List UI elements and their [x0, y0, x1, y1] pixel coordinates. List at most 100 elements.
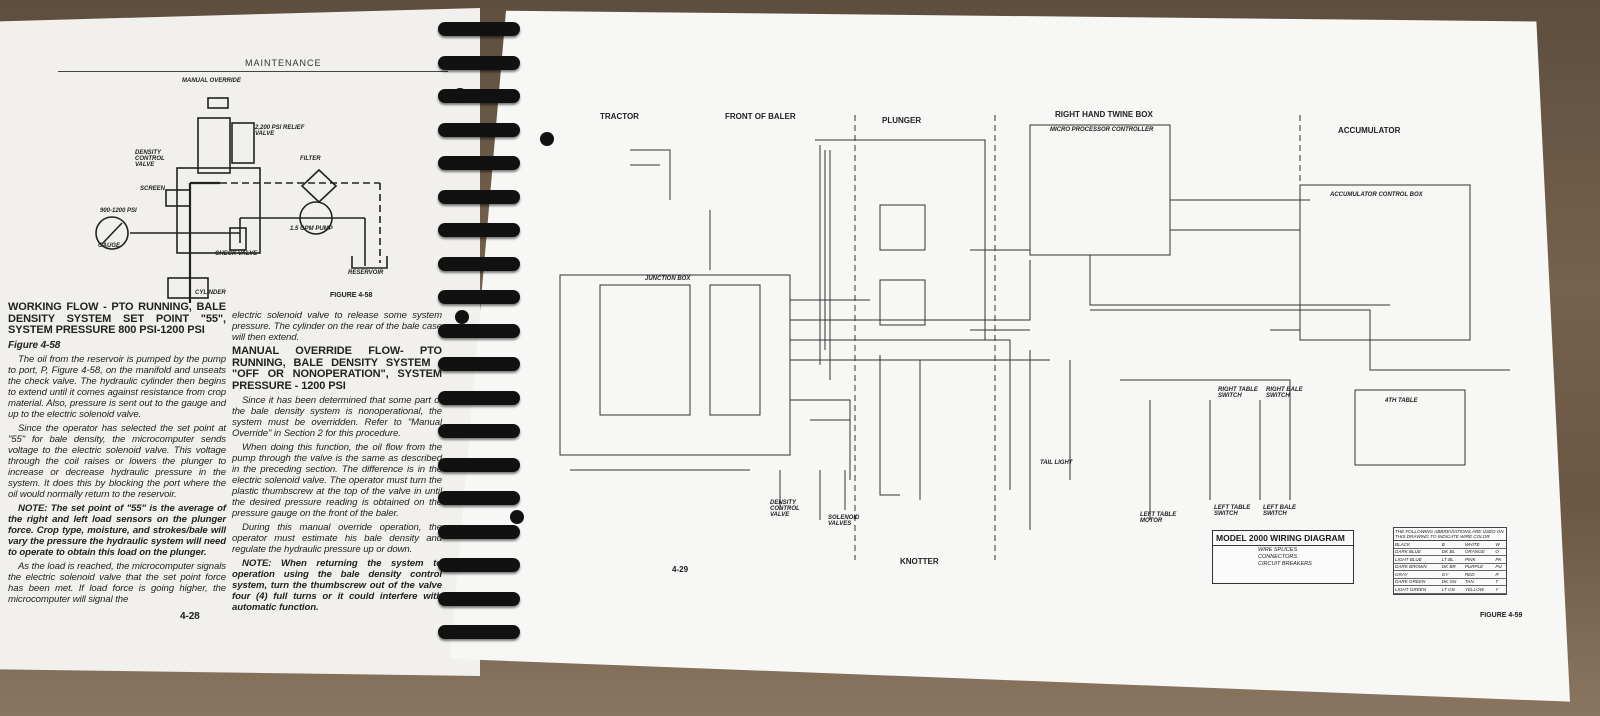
spiral-coil [438, 290, 520, 304]
label-micro-controller: MICRO PROCESSOR CONTROLLER [1050, 127, 1154, 133]
abbr-cell: YELLOW [1463, 585, 1495, 594]
label-solenoid-valves: SOLENOID VALVES [828, 515, 860, 527]
spiral-coil [438, 55, 520, 70]
abbr-cell: DK BR [1440, 563, 1464, 571]
abbr-cell: O [1494, 548, 1506, 556]
abbr-cell: DARK BROWN [1394, 563, 1441, 571]
section-accumulator: ACCUMULATOR [1338, 126, 1401, 135]
abbr-cell: GY [1440, 570, 1464, 579]
label-pump: 1.5 GPM PUMP [290, 226, 333, 232]
abbr-cell: TAN [1463, 578, 1495, 586]
section-plunger: PLUNGER [882, 116, 922, 125]
text-column-1: WORKING FLOW - PTO RUNNING, BALE DENSITY… [8, 301, 226, 622]
spiral-coil [438, 89, 520, 103]
label-accumulator-box: ACCUMULATOR CONTROL BOX [1330, 192, 1423, 198]
label-screen: SCREEN [140, 186, 166, 192]
punch-hole [540, 132, 554, 146]
spiral-coil [438, 491, 520, 505]
label-gauge: GAUGE [98, 243, 121, 249]
abbr-cell: PK [1494, 555, 1506, 564]
abbr-cell: LIGHT GREEN [1394, 585, 1441, 594]
label-density-valve: DENSITY CONTROL VALVE [770, 500, 800, 518]
figure-caption: FIGURE 4-59 [1480, 612, 1523, 619]
hydraulic-schematic [95, 97, 388, 303]
abbr-cell: GRAY [1394, 570, 1441, 579]
abbr-header: THE FOLLOWING ABBREVIATIONS ARE USED ON … [1394, 528, 1506, 541]
label-manual-override: MANUAL OVERRIDE [182, 78, 241, 84]
abbr-cell: WHITE [1463, 541, 1495, 549]
spiral-coil [438, 558, 520, 572]
paragraph: When doing this function, the oil flow f… [232, 442, 442, 519]
text-column-2: electric solenoid valve to release some … [232, 310, 442, 616]
label-filter: FILTER [300, 156, 321, 162]
label-right-table-switch: RIGHT TABLE SWITCH [1218, 387, 1258, 399]
wiring-diagram [559, 115, 1510, 560]
header-rule [58, 71, 448, 72]
abbr-cell: PINK [1463, 555, 1495, 564]
paragraph: electric solenoid valve to release some … [232, 310, 442, 343]
note: NOTE: The set point of "55" is the avera… [8, 502, 226, 558]
label-check-valve: CHECK VALVE [215, 251, 258, 257]
abbr-cell: PU [1494, 563, 1506, 571]
abbr-cell: B [1440, 541, 1464, 549]
abbr-cell: T [1494, 578, 1506, 586]
abbr-cell: DK GN [1440, 578, 1464, 586]
abbr-cell: BLACK [1394, 541, 1441, 549]
label-left-table-motor: LEFT TABLE MOTOR [1140, 512, 1177, 524]
figure-caption: FIGURE 4-58 [330, 292, 373, 299]
label-cylinder: CYLINDER [195, 290, 226, 296]
label-right-bale-switch: RIGHT BALE SWITCH [1266, 387, 1303, 399]
label-reservoir: RESERVOIR [348, 270, 384, 276]
punch-hole [455, 310, 469, 324]
section-heading: MANUAL OVERRIDE FLOW- PTO RUNNING, BALE … [232, 345, 442, 392]
label-tail-light: TAIL LIGHT [1040, 460, 1073, 466]
section-tractor: TRACTOR [600, 112, 639, 121]
section-knotter: KNOTTER [900, 557, 939, 566]
spiral-coil [438, 524, 520, 539]
abbr-cell: RED [1463, 570, 1495, 579]
spiral-coil [438, 357, 520, 371]
spiral-coil [438, 122, 520, 137]
label-left-table-switch: LEFT TABLE SWITCH [1214, 505, 1251, 517]
spiral-coil [438, 156, 520, 170]
legend-connectors: CONNECTORS [1258, 554, 1298, 560]
paragraph: During this manual override operation, t… [232, 522, 442, 555]
paragraph: The oil from the reservoir is pumped by … [8, 353, 226, 420]
paragraph: Since it has been determined that some p… [232, 395, 442, 439]
abbr-cell: PURPLE [1463, 563, 1495, 571]
label-left-bale-switch: LEFT BALE SWITCH [1263, 505, 1296, 517]
spiral-coil [438, 591, 520, 606]
section-heading: WORKING FLOW - PTO RUNNING, BALE DENSITY… [8, 301, 226, 336]
punch-hole [510, 510, 524, 524]
spiral-coil [438, 22, 520, 36]
page-number: 4-28 [180, 610, 200, 622]
legend-splices: WIRE SPLICES [1258, 547, 1298, 553]
spiral-coil [438, 223, 520, 237]
legend-title: MODEL 2000 WIRING DIAGRAM [1213, 531, 1353, 546]
abbr-cell: DARK BLUE [1394, 548, 1441, 556]
abbr-cell: Y [1494, 585, 1506, 594]
label-relief-valve: 2,200 PSI RELIEF VALVE [255, 125, 305, 137]
left-page: MAINTENANCE MANUAL OVERRIDE 2,200 PS [0, 8, 480, 676]
label-density-valve: DENSITY CONTROL VALVE [135, 150, 165, 168]
paragraph: Since the operator has selected the set … [8, 422, 226, 500]
figure-reference: Figure 4-58 [8, 339, 61, 351]
spiral-coil [438, 457, 520, 472]
wire-color-abbreviations: THE FOLLOWING ABBREVIATIONS ARE USED ON … [1393, 527, 1507, 595]
note: NOTE: When returning the system to opera… [232, 558, 442, 613]
paragraph: As the load is reached, the microcompute… [8, 560, 226, 605]
running-header: MAINTENANCE [245, 58, 322, 68]
page-number: 4-29 [672, 565, 689, 574]
abbr-cell: R [1494, 570, 1506, 579]
abbr-cell: DARK GREEN [1394, 578, 1441, 586]
section-front-of-baler: FRONT OF BALER [725, 112, 796, 121]
spiral-coil [438, 390, 520, 405]
abbr-cell: ORANGE [1463, 548, 1495, 556]
